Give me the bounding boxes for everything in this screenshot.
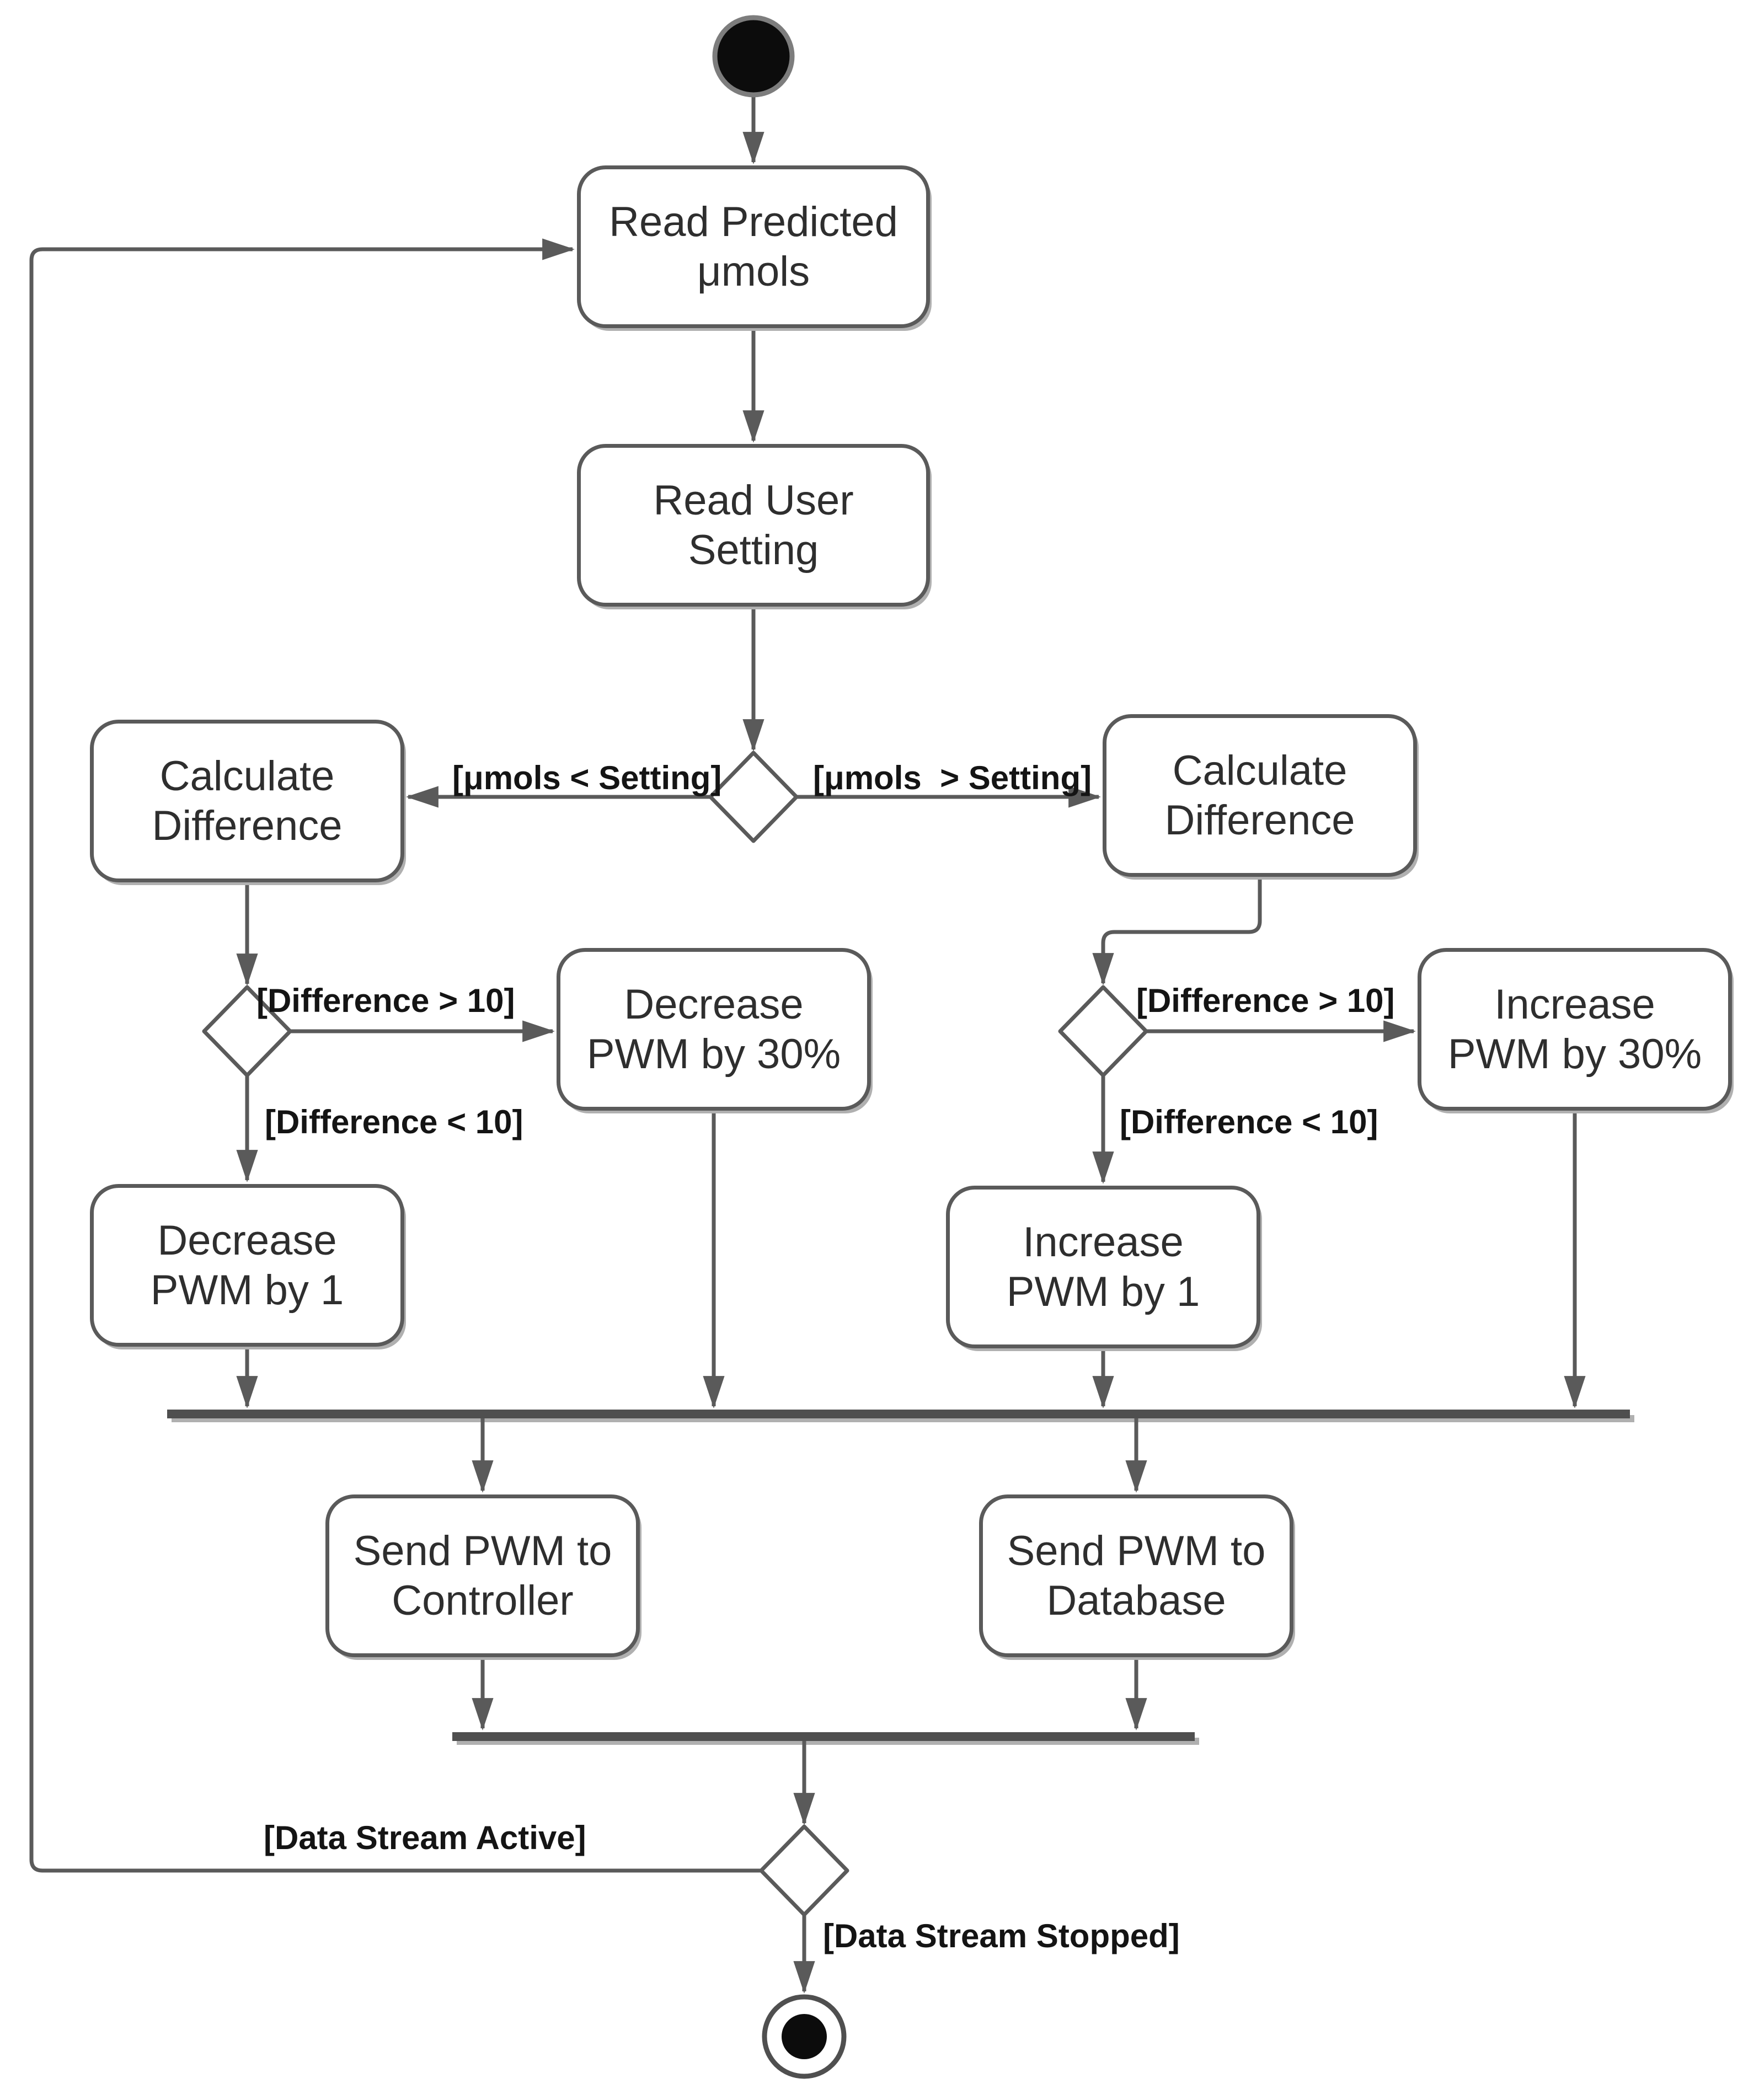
node-label-line: PWM by 1 (1006, 1268, 1200, 1315)
node-label-line: Controller (392, 1577, 574, 1624)
activity-increase-pwm-1: Increase PWM by 1 (946, 1186, 1260, 1348)
fork-join-bar-bottom (452, 1732, 1195, 1741)
fork-join-bar-top (167, 1410, 1630, 1418)
node-label-line: Increase (1023, 1218, 1184, 1266)
activity-increase-pwm-30: Increase PWM by 30% (1418, 948, 1732, 1111)
node-label-line: Read User (653, 476, 854, 524)
guard-data-stream-active: [Data Stream Active] (264, 1819, 586, 1856)
node-label-line: Calculate (159, 752, 335, 800)
decision-difference-left (202, 985, 292, 1078)
node-label-line: Read Predicted (609, 198, 898, 245)
decision-umols-vs-setting (708, 751, 799, 843)
node-label-line: PWM by 1 (150, 1266, 344, 1314)
guard-difference-gt-10-left: [Difference > 10] (256, 982, 515, 1019)
guard-difference-gt-10-right: [Difference > 10] (1136, 982, 1395, 1019)
node-label-line: Difference (152, 802, 343, 849)
node-label-line: Increase (1494, 981, 1655, 1028)
node-label-line: Database (1046, 1577, 1226, 1624)
start-node (712, 15, 795, 98)
activity-calculate-difference-right: Calculate Difference (1103, 714, 1417, 877)
node-label-line: Calculate (1172, 747, 1348, 794)
decision-data-stream (759, 1824, 849, 1917)
activity-send-pwm-controller: Send PWM to Controller (325, 1494, 640, 1657)
activity-decrease-pwm-30: Decrease PWM by 30% (557, 948, 871, 1111)
guard-umols-greater-than-setting: [μmols > Setting] (813, 759, 1092, 796)
node-label-line: PWM by 30% (586, 1030, 841, 1078)
guard-data-stream-stopped: [Data Stream Stopped] (823, 1917, 1180, 1954)
guard-umols-less-than-setting: [μmols < Setting] (452, 759, 722, 796)
edge-stream-active-loop (29, 238, 761, 1873)
guard-difference-lt-10-right: [Difference < 10] (1120, 1103, 1378, 1140)
node-label-line: Decrease (157, 1217, 337, 1264)
node-label-line: Difference (1164, 796, 1355, 844)
activity-decrease-pwm-1: Decrease PWM by 1 (90, 1184, 404, 1347)
node-label-line: Send PWM to (353, 1527, 612, 1574)
activity-read-user-setting: Read User Setting (577, 444, 930, 607)
node-label-line: PWM by 30% (1447, 1030, 1702, 1078)
node-label-line: Send PWM to (1007, 1527, 1266, 1574)
activity-read-predicted-umols: Read Predicted μmols (577, 165, 930, 328)
end-node-core (782, 2014, 827, 2059)
guard-difference-lt-10-left: [Difference < 10] (265, 1103, 523, 1140)
decision-difference-right (1058, 985, 1148, 1078)
activity-send-pwm-database: Send PWM to Database (979, 1494, 1293, 1657)
node-label-line: Setting (688, 526, 819, 574)
edge-calc-right-to-decision-right (1092, 877, 1262, 985)
node-label-line: μmols (697, 248, 810, 295)
activity-calculate-difference-left: Calculate Difference (90, 720, 404, 882)
node-label-line: Decrease (624, 981, 804, 1028)
